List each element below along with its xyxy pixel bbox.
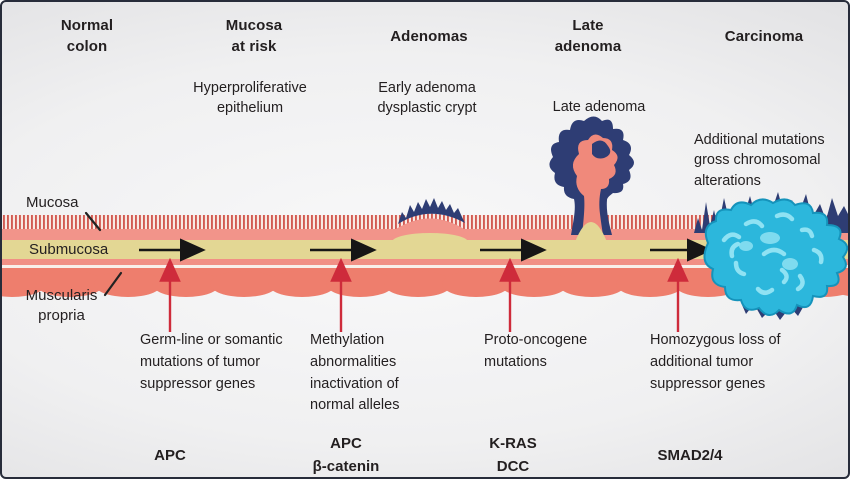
label-muscularis-propria: Muscularis propria bbox=[25, 287, 98, 325]
event-methylation-abnormalities: Methylation abnormalities inactivation o… bbox=[310, 332, 400, 414]
stage-title-normal-colon: Normal colon bbox=[60, 17, 114, 55]
subtitle-early-adenoma: Early adenoma dysplastic crypt bbox=[377, 80, 477, 117]
carcinoma-squiggles bbox=[721, 212, 824, 295]
layer-gap-line bbox=[2, 265, 848, 268]
gene-label-smad24: SMAD2/4 bbox=[657, 447, 723, 464]
event-germline-mutations: Germ-line or somantic mutations of tumor… bbox=[140, 332, 283, 392]
muscularis-pointer-line bbox=[103, 271, 123, 297]
label-pointer-lines bbox=[84, 211, 123, 297]
mucosa-pointer-line bbox=[84, 211, 102, 232]
gene-label-kras-dcc: K-RAS DCC bbox=[489, 435, 537, 475]
stage-title-carcinoma: Carcinoma bbox=[724, 28, 804, 45]
stage-title-mucosa-at-risk: Mucosa at risk bbox=[225, 17, 283, 55]
carcinoma-group bbox=[694, 192, 848, 320]
subtitle-additional-mutations: Additional mutations gross chromosomal a… bbox=[694, 132, 825, 189]
mutation-arrows bbox=[159, 257, 689, 332]
event-proto-oncogene-mutations: Proto-oncogene mutations bbox=[484, 332, 588, 370]
submucosa-layer bbox=[2, 233, 848, 259]
polyp-salmon-core bbox=[572, 134, 618, 235]
event-homozygous-loss: Homozygous loss of additional tumor supp… bbox=[650, 332, 781, 392]
mucosa-lower-strip bbox=[2, 259, 848, 265]
gene-label-apc-bcatenin: APC β-catenin bbox=[312, 435, 380, 475]
polyp-navy-blotch bbox=[592, 140, 611, 159]
submucosa-bulge bbox=[392, 233, 468, 251]
stage-title-adenomas: Adenomas bbox=[390, 28, 468, 45]
label-submucosa: Submucosa bbox=[29, 241, 109, 258]
late-adenoma-polyp bbox=[549, 116, 634, 242]
subtitle-late-adenoma: Late adenoma bbox=[552, 99, 646, 115]
early-adenoma-crown bbox=[398, 198, 465, 224]
stage-title-late-adenoma: Late adenoma bbox=[554, 17, 622, 55]
gene-label-apc: APC bbox=[154, 447, 186, 464]
label-mucosa: Mucosa bbox=[26, 194, 79, 211]
carcinoma-texture bbox=[739, 232, 798, 270]
polyp-stalk-tan-core bbox=[575, 222, 607, 242]
subtitle-hyperproliferative-epithelium: Hyperproliferative epithelium bbox=[193, 80, 307, 117]
carcinoma-cyan-blob bbox=[703, 198, 848, 316]
